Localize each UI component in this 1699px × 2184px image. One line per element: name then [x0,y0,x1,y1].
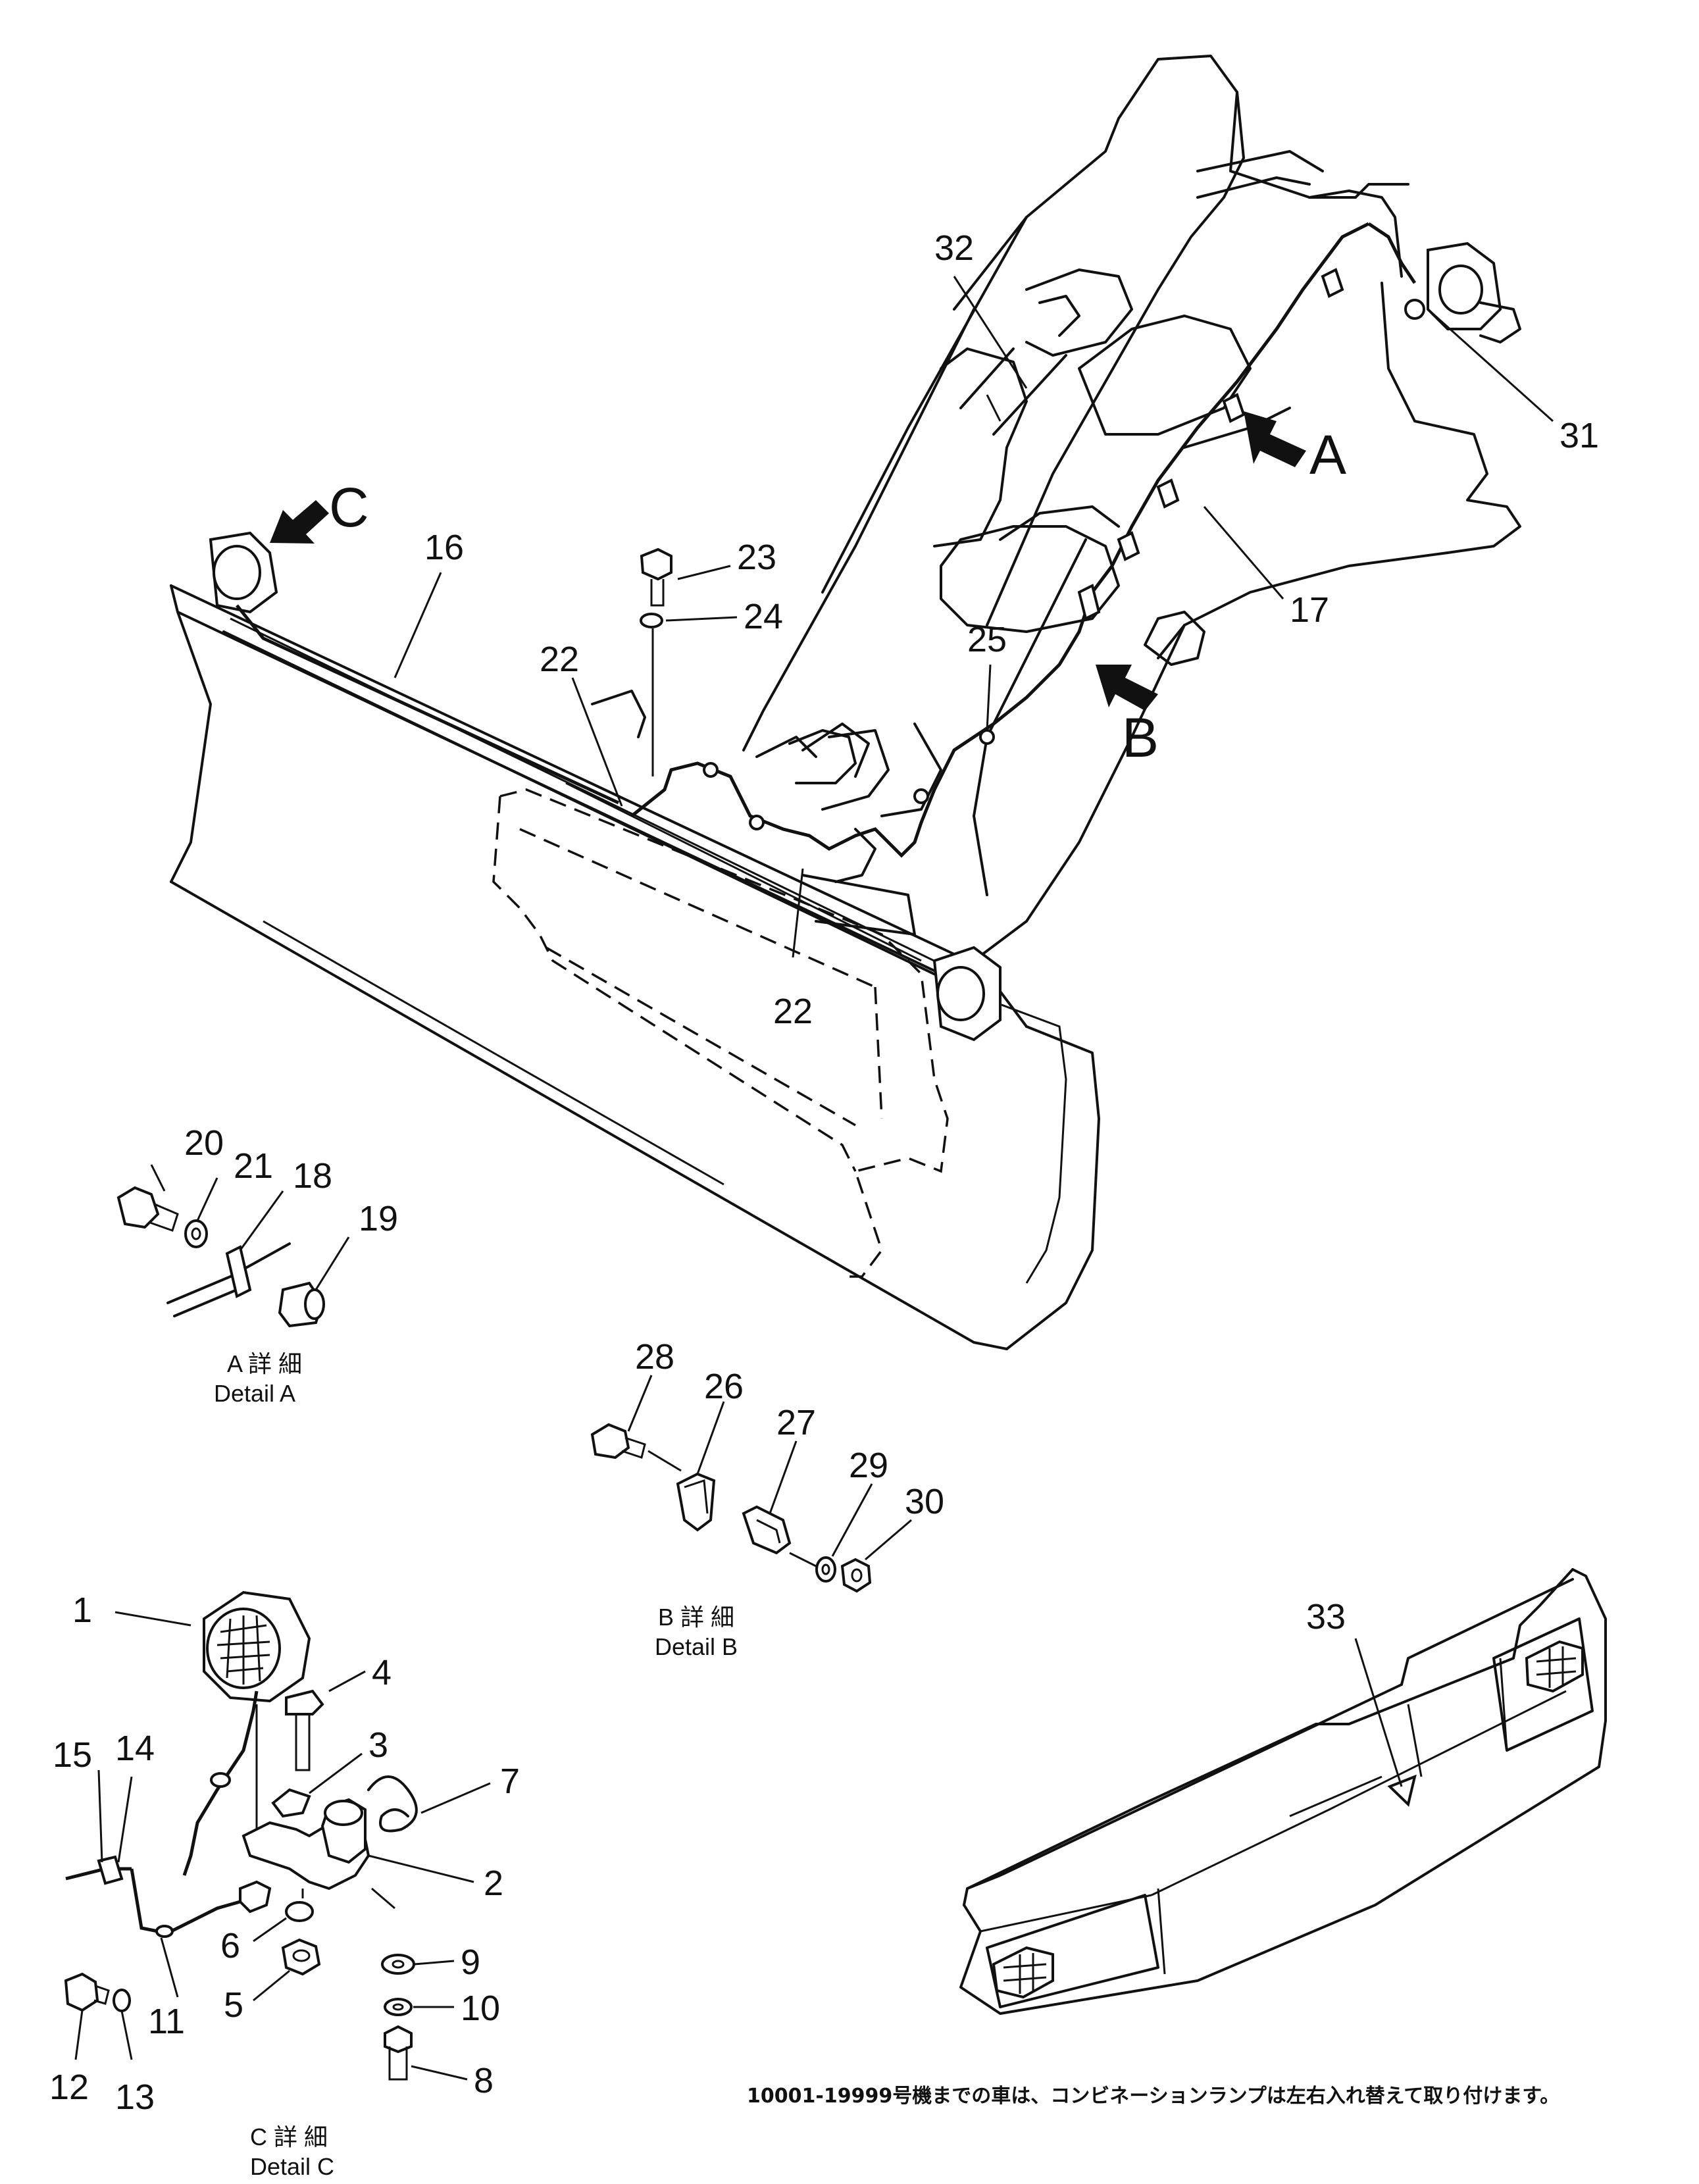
callout-26: 26 [704,1367,744,1406]
callout-12: 12 [49,2068,89,2107]
callout-19: 19 [359,1199,398,1238]
callout-23: 23 [737,538,776,577]
callout-8: 8 [474,2061,494,2100]
callout-5: 5 [224,1985,243,2025]
view-label-c: C [329,476,369,538]
frame-lamp-31 [1404,241,1521,343]
callout-29: 29 [849,1446,888,1485]
callout-33: 33 [1306,1597,1346,1637]
detail-a-caption-jp: A 詳 細 [227,1350,302,1377]
callout-10: 10 [461,1989,500,2028]
view-marker-labels: A B C [329,424,1346,769]
detail-c-caption-jp: C 詳 細 [250,2123,328,2150]
view-label-b: B [1122,707,1159,769]
callout-labels: 32 31 17 16 23 24 22 25 22 20 21 18 19 2… [49,228,1599,2117]
blade-lamp-right [932,946,1002,1042]
blade-lamp-left [209,531,278,614]
callout-22-bottom: 22 [773,992,813,1031]
callout-6: 6 [220,1926,240,1966]
detail-a-caption-en: Detail A [214,1380,295,1407]
detail-a [116,1164,350,1328]
callout-1: 1 [72,1590,92,1630]
loader-frame [742,55,1521,962]
detail-b-caption-jp: B 詳 細 [658,1604,734,1631]
callout-24: 24 [744,597,783,636]
callout-18: 18 [293,1156,332,1196]
detail-c-caption-en: Detail C [250,2153,334,2180]
callout-25: 25 [967,620,1007,659]
callout-3: 3 [368,1725,388,1765]
callout-17: 17 [1290,590,1329,630]
view-label-a: A [1309,424,1346,486]
callout-32: 32 [934,228,974,268]
dozer-blade [170,531,1100,1350]
wiring-harness [236,222,1417,858]
callout-7: 7 [500,1762,520,1801]
view-arrow-b [1096,665,1158,711]
footnote: 10001-19999号機までの車は、コンビネーションランプは左右入れ替えて取り… [747,2085,1560,2108]
callout-2: 2 [484,1864,503,1903]
callout-27: 27 [776,1403,816,1442]
view-arrow-c [270,500,329,544]
view-arrow-a [1244,411,1306,467]
callout-11: 11 [148,2002,185,2041]
callout-30: 30 [905,1482,944,1521]
callout-4: 4 [372,1653,392,1692]
callout-15: 15 [53,1735,92,1775]
detail-b [590,1375,912,1593]
detail-b-caption-en: Detail B [655,1633,738,1660]
callout-14: 14 [115,1729,155,1768]
detail-c [64,1590,491,2081]
callout-20: 20 [184,1123,224,1163]
callout-21: 21 [234,1146,273,1186]
detail-captions: A 詳 細 Detail A B 詳 細 Detail B C 詳 細 Deta… [214,1350,738,2180]
callout-22-top: 22 [540,640,579,679]
callout-16: 16 [424,528,464,567]
callout-9: 9 [461,1943,480,1982]
combination-lamp [959,1568,1607,2015]
callout-28: 28 [635,1337,674,1377]
main-leaders [393,276,1554,958]
callout-31: 31 [1560,416,1599,455]
callout-13: 13 [115,2077,155,2117]
